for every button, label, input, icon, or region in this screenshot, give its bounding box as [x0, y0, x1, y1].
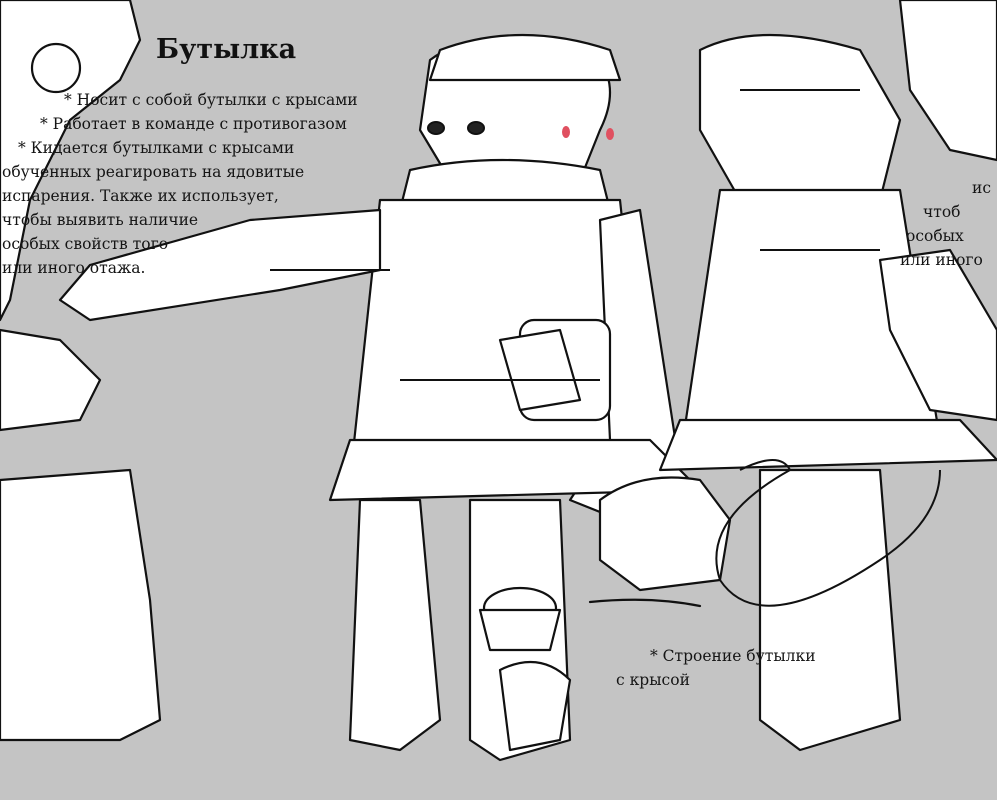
left-ornament: [30, 42, 82, 94]
eye-right: [467, 121, 485, 135]
main-hat: [428, 33, 622, 82]
bottle-neck: [478, 608, 562, 652]
main-collar: [398, 158, 612, 212]
bottle-lid-ring: [588, 598, 702, 608]
right-figure-head: [698, 33, 902, 202]
right-figure-skirt: [658, 418, 997, 472]
bottle-rope: [715, 459, 941, 607]
note-line-4: обученных реагировать на ядовитые: [2, 163, 305, 181]
bottle-caption-line-2: с крысой: [616, 671, 690, 689]
bottle-rat: [498, 660, 572, 752]
accent-dot-left: [562, 126, 570, 138]
eye-left: [427, 121, 445, 135]
right-fragment-2: чтоб: [923, 203, 961, 221]
right-fragment-3: особых: [906, 227, 964, 245]
left-leg: [0, 468, 162, 742]
bottle-body: [598, 476, 732, 592]
note-line-1: * Носит с собой бутылки с крысами: [64, 91, 358, 109]
left-sleeve: [0, 328, 102, 432]
note-line-3: * Кидается бутылками с крысами: [18, 139, 295, 157]
right-figure-leg: [758, 468, 902, 752]
right-figure-arm: [878, 248, 997, 422]
note-line-6: чтобы выявить наличие: [2, 211, 199, 229]
accent-dot-right: [606, 128, 614, 140]
main-arm-left: [58, 208, 382, 322]
net-bag: [498, 328, 582, 412]
bottle-caption-line-1: * Строение бутылки: [650, 647, 816, 665]
page-title: Бутылка: [156, 34, 297, 65]
note-line-5: испарения. Также их использует,: [2, 187, 279, 205]
right-fragment-4: или иного: [900, 251, 983, 269]
note-line-2: * Работает в команде с противогазом: [40, 115, 347, 133]
note-line-8: или иного отажа.: [2, 259, 146, 277]
main-leg-left: [348, 498, 442, 752]
note-line-7: особых свойств того: [2, 235, 169, 253]
right-fragment-1: ис: [972, 179, 992, 197]
right-edge-figure: [898, 0, 997, 162]
